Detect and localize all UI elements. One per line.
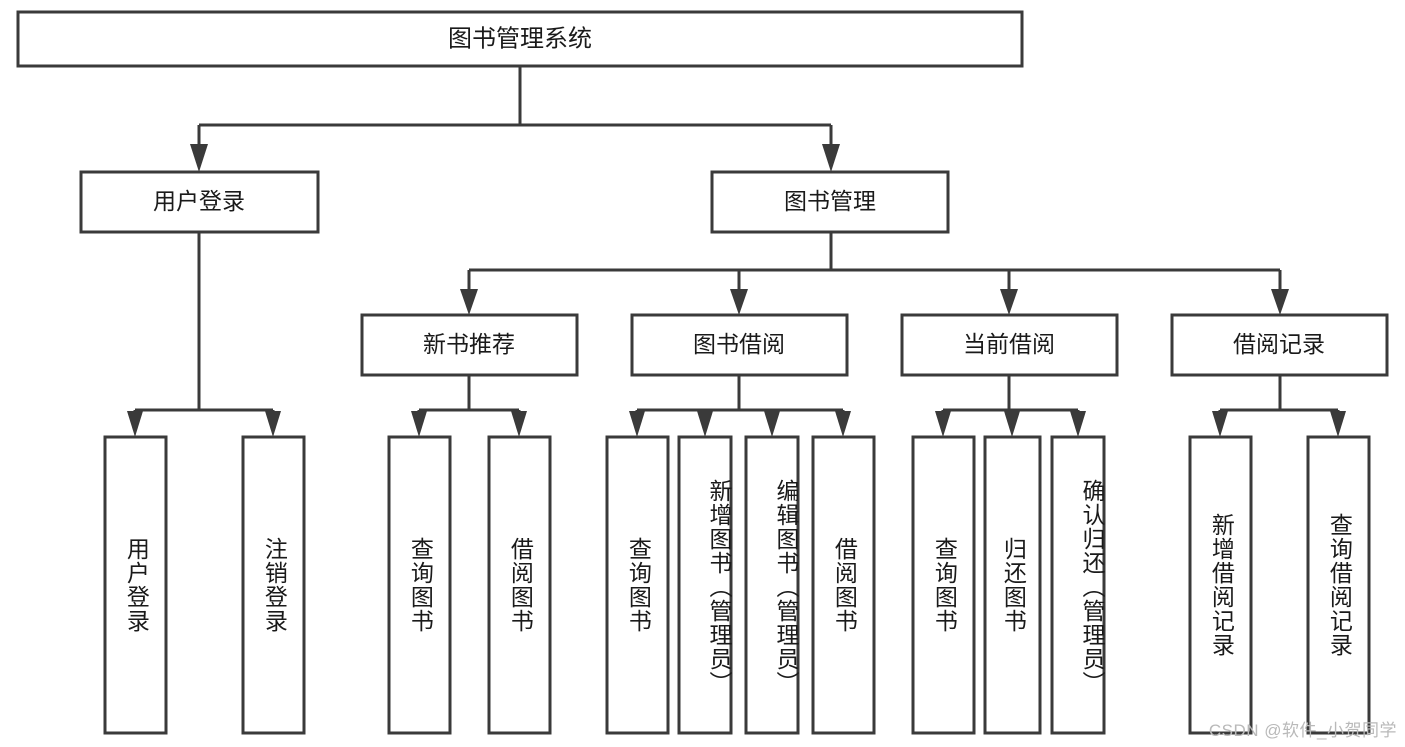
arrow-head-leaf-add-borrow-record xyxy=(1212,411,1228,437)
arrow-head-leaf-query-book-borrow xyxy=(629,411,645,437)
arrow-head-user-login xyxy=(190,144,208,172)
arrow-head-book-borrow xyxy=(730,289,748,315)
node-leaf-add-borrow-record-rect[interactable] xyxy=(1188,435,1253,735)
csdn-watermark: CSDN @软件_小贺同学 xyxy=(1208,721,1397,740)
node-user-login-rect[interactable] xyxy=(79,170,320,234)
node-leaf-edit-book-admin-rect[interactable] xyxy=(744,435,800,735)
node-book-borrow-rect[interactable] xyxy=(630,313,849,377)
node-current-borrow-rect[interactable] xyxy=(900,313,1119,377)
arrow-head-book-management xyxy=(822,144,840,172)
node-book-management-label: 图书管理 xyxy=(784,188,876,214)
arrow-head-leaf-query-book-recommend xyxy=(411,411,427,437)
node-current-borrow[interactable]: 当前借阅 xyxy=(900,313,1119,377)
node-leaf-add-book-admin-rect[interactable] xyxy=(677,435,733,735)
connector-userlogin-to-leaves xyxy=(127,232,281,437)
node-user-login-label: 用户登录 xyxy=(153,188,245,214)
arrow-head-leaf-borrow-book-recommend xyxy=(511,411,527,437)
arrow-head-leaf-return-book xyxy=(1004,411,1020,437)
connector-root-to-level2 xyxy=(190,66,840,172)
node-book-management[interactable]: 图书管理 xyxy=(710,170,950,234)
node-root-label: 图书管理系统 xyxy=(448,25,592,52)
node-leaf-query-book-recommend-rect[interactable] xyxy=(387,435,452,735)
node-leaf-borrow-book-rect[interactable] xyxy=(811,435,876,735)
node-borrow-record-rect[interactable] xyxy=(1170,313,1389,377)
connector-recommend-to-leaves xyxy=(411,375,527,437)
arrow-head-current-borrow xyxy=(1000,289,1018,315)
node-leaf-query-book-borrow-rect[interactable] xyxy=(605,435,670,735)
arrow-head-leaf-edit-book-admin xyxy=(764,411,780,437)
node-book-borrow-label: 图书借阅 xyxy=(693,331,785,357)
arrow-head-leaf-add-book-admin xyxy=(697,411,713,437)
connector-bookborrow-to-leaves xyxy=(629,375,851,437)
node-root-rect[interactable] xyxy=(16,10,1024,68)
arrow-head-new-book-recommend xyxy=(460,289,478,315)
node-new-book-recommend[interactable]: 新书推荐 xyxy=(360,313,579,377)
connector-borrowrecord-to-leaves xyxy=(1212,375,1346,437)
arrow-head-leaf-confirm-return-admin xyxy=(1070,411,1086,437)
node-book-borrow[interactable]: 图书借阅 xyxy=(630,313,849,377)
arrow-head-leaf-query-borrow-record xyxy=(1330,411,1346,437)
node-user-login[interactable]: 用户登录 xyxy=(79,170,320,234)
connector-currentborrow-to-leaves xyxy=(935,375,1086,437)
arrow-head-leaf-query-book-current xyxy=(935,411,951,437)
node-new-book-recommend-label: 新书推荐 xyxy=(423,331,515,357)
node-new-book-recommend-rect[interactable] xyxy=(360,313,579,377)
node-borrow-record-label: 借阅记录 xyxy=(1233,331,1325,357)
connector-bookmgmt-to-level3 xyxy=(460,232,1289,315)
leaf-nodes xyxy=(103,435,1371,735)
node-leaf-query-book-current-rect[interactable] xyxy=(911,435,976,735)
node-leaf-borrow-book-recommend-rect[interactable] xyxy=(487,435,552,735)
arrow-head-leaf-logout xyxy=(265,411,281,437)
node-leaf-return-book-rect[interactable] xyxy=(983,435,1042,735)
node-leaf-query-borrow-record-rect[interactable] xyxy=(1306,435,1371,735)
node-leaf-logout-rect[interactable] xyxy=(241,435,306,735)
arrow-head-leaf-user-login xyxy=(127,411,143,437)
arrow-head-leaf-borrow-book xyxy=(835,411,851,437)
arrow-head-borrow-record xyxy=(1271,289,1289,315)
node-root[interactable]: 图书管理系统 xyxy=(16,10,1024,68)
node-borrow-record[interactable]: 借阅记录 xyxy=(1170,313,1389,377)
node-current-borrow-label: 当前借阅 xyxy=(963,331,1055,357)
node-leaf-confirm-return-admin-rect[interactable] xyxy=(1050,435,1106,735)
node-leaf-user-login-rect[interactable] xyxy=(103,435,168,735)
node-book-management-rect[interactable] xyxy=(710,170,950,234)
